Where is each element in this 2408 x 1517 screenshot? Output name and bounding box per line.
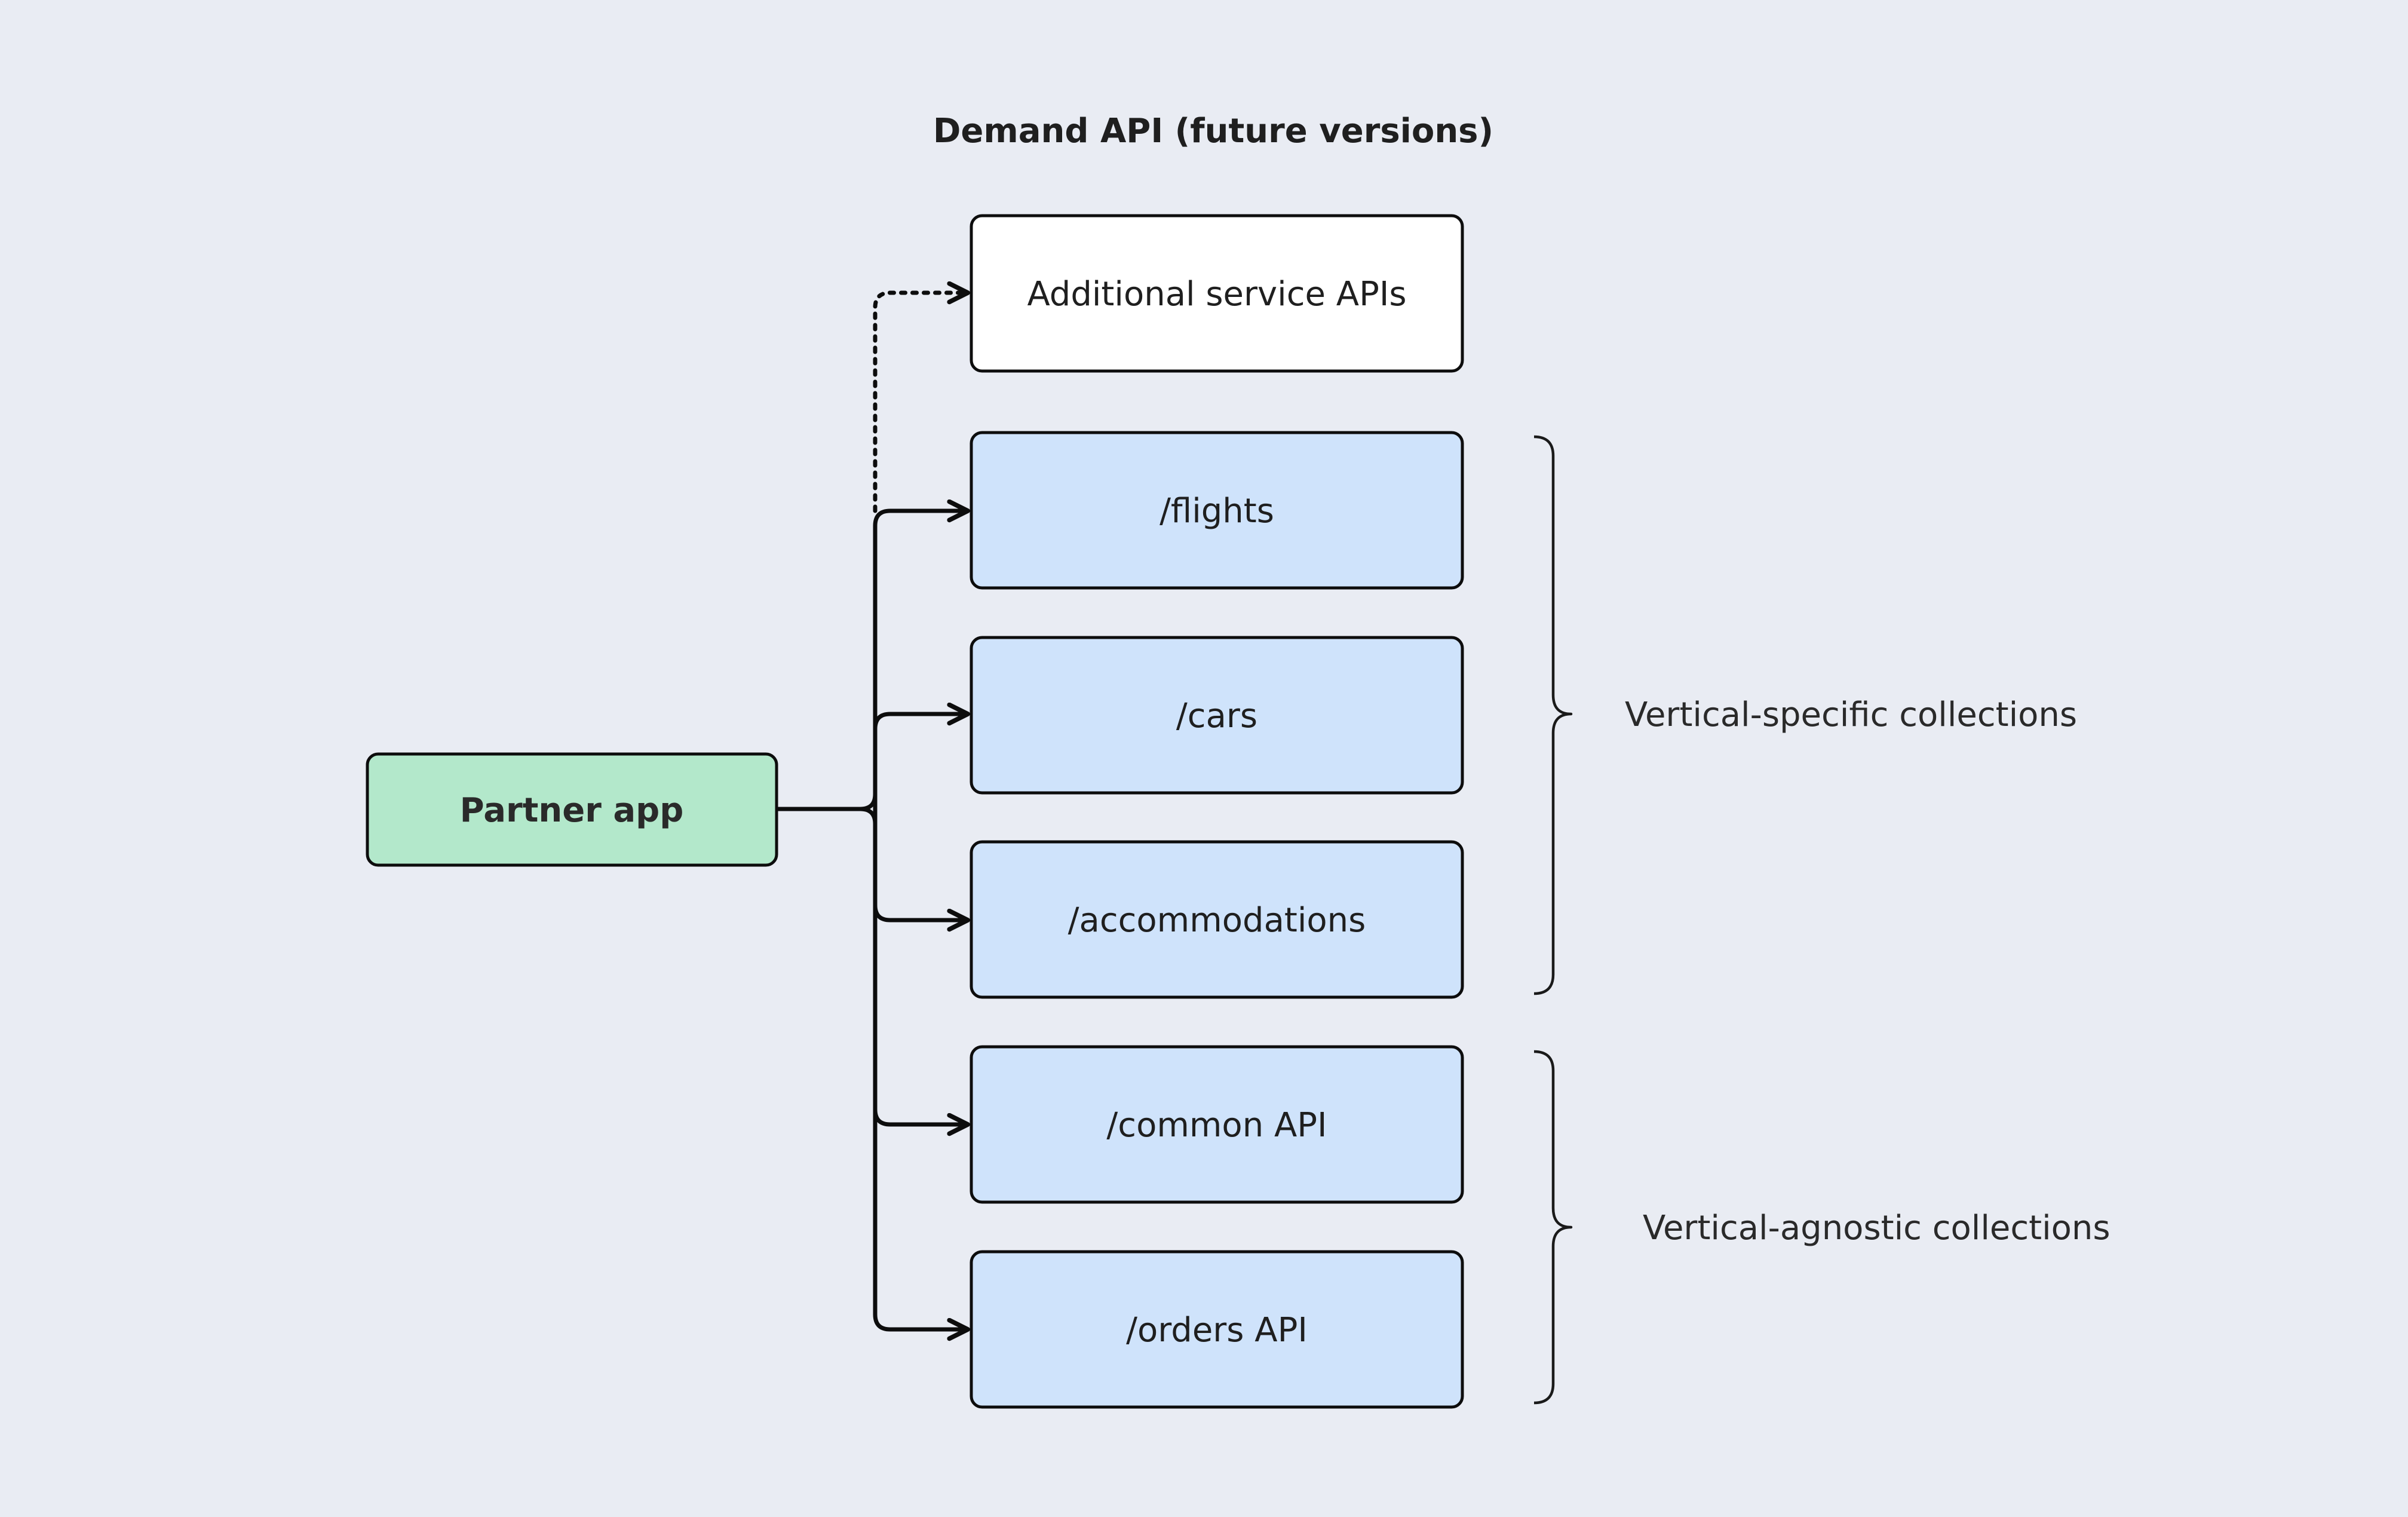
node-additional-label: Additional service APIs <box>1027 275 1406 314</box>
group-vertical-specific: Vertical-specific collections <box>1533 435 2077 995</box>
connector-common <box>873 1109 970 1136</box>
connector-orders <box>873 1314 970 1341</box>
node-orders-box <box>970 1250 1464 1409</box>
node-cars-label: /cars <box>1176 697 1257 735</box>
node-orders[interactable]: /orders API <box>970 1250 1464 1409</box>
partner-app-label: Partner app <box>460 791 684 830</box>
diagram-title: Demand API (future versions) <box>933 112 1493 151</box>
brace-vertical-specific <box>1533 435 1573 995</box>
node-flights-box <box>970 431 1464 590</box>
node-common[interactable]: /common API <box>970 1045 1464 1204</box>
node-common-box <box>970 1045 1464 1204</box>
group-vertical-specific-label: Vertical-specific collections <box>1625 695 2077 734</box>
connector-additional-dotted <box>873 281 970 513</box>
connector-cars <box>873 702 970 730</box>
node-common-label: /common API <box>1106 1106 1327 1145</box>
partner-app-node[interactable]: Partner app <box>366 752 778 867</box>
brace-vertical-agnostic <box>1533 1050 1573 1405</box>
node-accommodations-box <box>970 840 1464 999</box>
node-accommodations[interactable]: /accommodations <box>970 840 1464 999</box>
connector-flights <box>873 499 970 526</box>
node-additional[interactable]: Additional service APIs <box>970 214 1464 373</box>
connectors <box>777 281 970 1341</box>
partner-app-box <box>366 752 778 867</box>
connector-accommodations <box>873 905 970 932</box>
trunk-join-lower <box>860 807 878 825</box>
node-flights-label: /flights <box>1159 492 1274 531</box>
node-orders-label: /orders API <box>1126 1311 1308 1350</box>
group-vertical-agnostic: Vertical-agnostic collections <box>1533 1050 2111 1405</box>
node-cars[interactable]: /cars <box>970 636 1464 795</box>
node-additional-box <box>970 214 1464 373</box>
node-accommodations-label: /accommodations <box>1068 901 1366 940</box>
group-vertical-agnostic-label: Vertical-agnostic collections <box>1643 1209 2111 1248</box>
trunk-join-upper <box>860 793 878 811</box>
node-cars-box <box>970 636 1464 795</box>
node-flights[interactable]: /flights <box>970 431 1464 590</box>
